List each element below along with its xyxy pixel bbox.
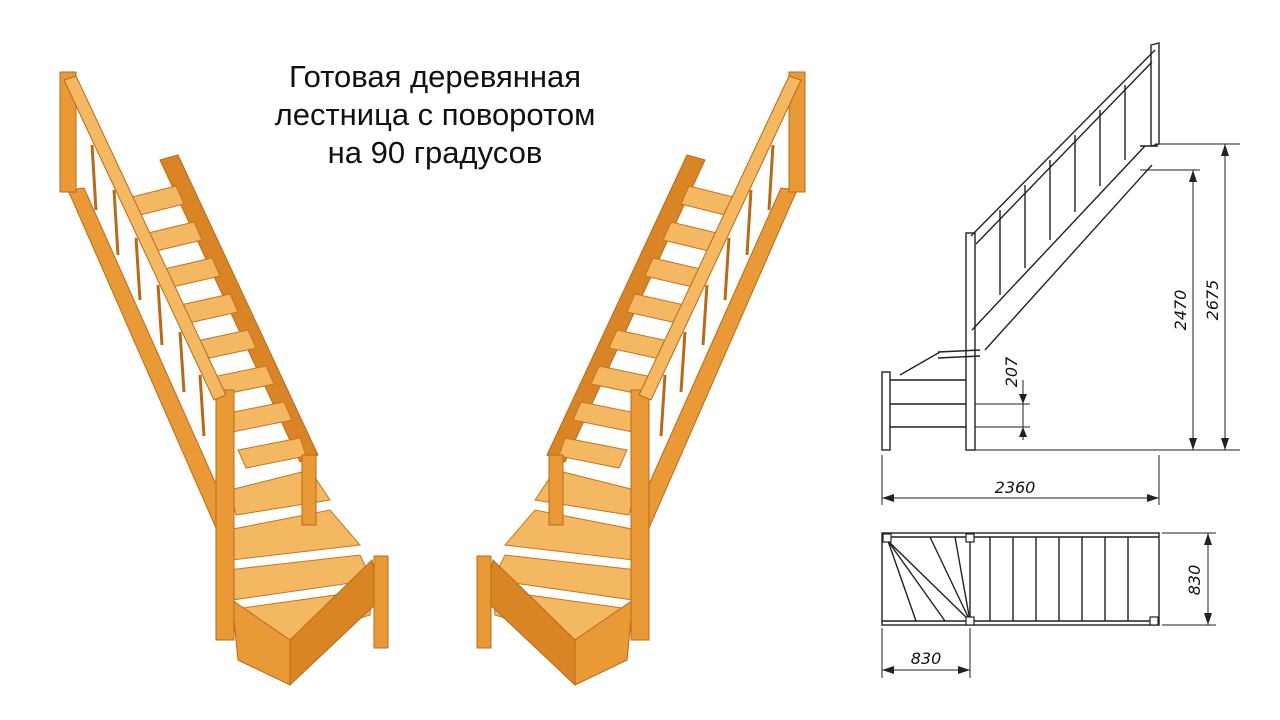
- plan-posts: [882, 533, 1159, 626]
- plan-dims: [881, 532, 1216, 678]
- dim-step-rise: 207: [1002, 356, 1021, 387]
- dim-total-height: 2675: [1203, 280, 1222, 321]
- side-dims: [881, 143, 1240, 505]
- plan-view: [881, 532, 1160, 626]
- side-view: [881, 42, 1160, 451]
- page-title: Готовая деревянная лестница с поворотом …: [274, 59, 596, 170]
- dim-upper-height: 2470: [1171, 290, 1190, 331]
- dim-landing-length: 830: [911, 649, 942, 668]
- dim-plan-width: 830: [1185, 565, 1204, 596]
- arrowheads: [882, 144, 1229, 502]
- dim-total-length: 2360: [995, 478, 1036, 497]
